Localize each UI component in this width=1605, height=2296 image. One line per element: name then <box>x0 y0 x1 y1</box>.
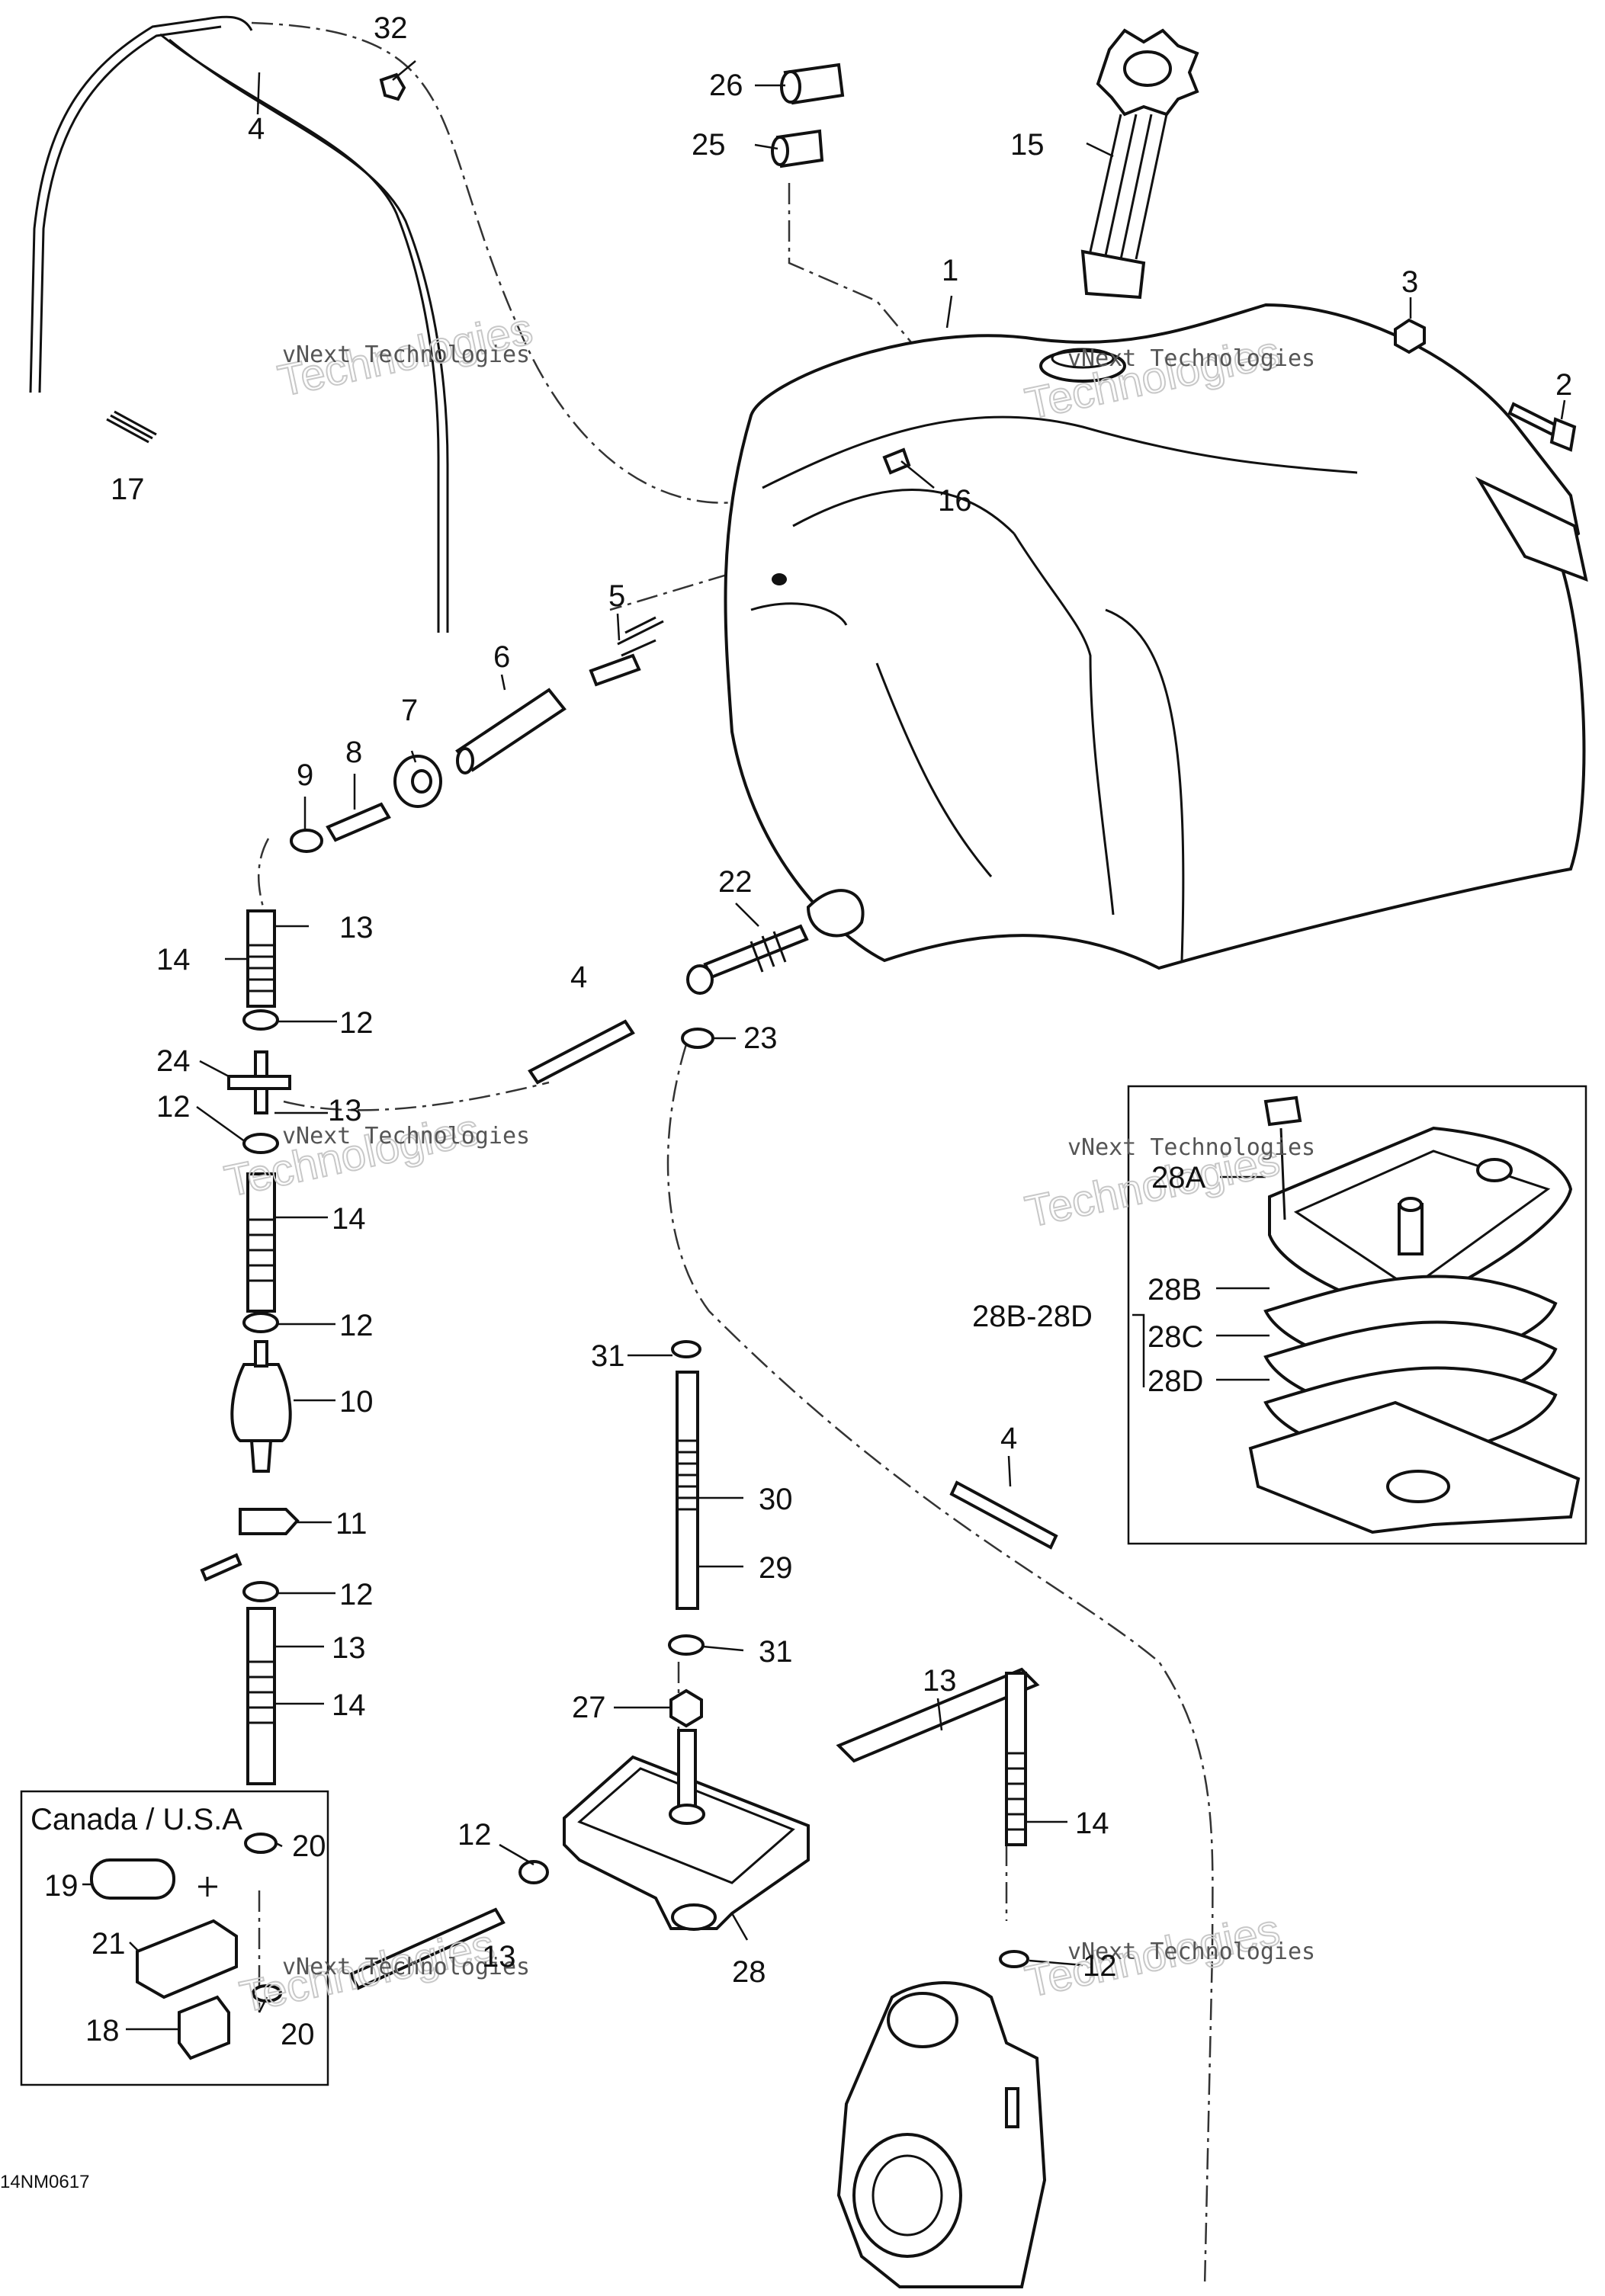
callout-19: 19 <box>44 1869 79 1903</box>
callout-11: 11 <box>335 1507 368 1541</box>
callout-12: 12 <box>339 1006 374 1040</box>
callout-9: 9 <box>297 758 313 792</box>
fuel-tank <box>724 303 1588 970</box>
callout-3: 3 <box>1401 265 1418 299</box>
callout-4: 4 <box>570 960 587 994</box>
callout-4: 4 <box>1000 1422 1017 1455</box>
callout-15: 15 <box>1010 128 1045 162</box>
callout-12: 12 <box>156 1090 191 1124</box>
region-label: Canada / U.S.A <box>30 1803 242 1836</box>
callout-12: 12 <box>339 1309 374 1342</box>
callout-13: 13 <box>923 1664 957 1698</box>
watermark-text: vNext Technologies <box>1067 345 1315 372</box>
callout-25: 25 <box>692 128 726 162</box>
callout-28d: 28D <box>1148 1364 1203 1398</box>
callout-23: 23 <box>743 1021 778 1055</box>
callout-5: 5 <box>608 579 625 613</box>
watermark-text: vNext Technologies <box>282 1123 530 1150</box>
callout-8: 8 <box>345 736 362 769</box>
watermark-text: vNext Technologies <box>282 342 530 368</box>
callout-27: 27 <box>572 1691 606 1724</box>
diagram-code: 14NM0617 <box>0 2172 89 2192</box>
callout-24: 24 <box>156 1044 191 1078</box>
callout-4: 4 <box>248 112 265 146</box>
callout-1: 1 <box>942 254 958 287</box>
callout-2: 2 <box>1555 368 1572 402</box>
callout-14: 14 <box>332 1202 366 1236</box>
callout-20: 20 <box>292 1829 326 1863</box>
carburetor <box>836 1981 1047 2288</box>
callout-labels: 1 2 3 4 4 4 5 6 7 8 9 10 11 12 12 12 12 … <box>0 11 1572 2192</box>
callout-28c: 28C <box>1148 1320 1203 1354</box>
vent-tube <box>29 15 449 633</box>
callout-16: 16 <box>938 484 972 518</box>
fuel-pump <box>563 1729 810 1931</box>
callout-28b-28d: 28B-28D <box>972 1300 1093 1333</box>
callout-13: 13 <box>332 1631 366 1665</box>
callout-12: 12 <box>457 1818 492 1852</box>
callout-28b: 28B <box>1148 1273 1202 1307</box>
leader-lines <box>82 60 1566 2031</box>
watermark-text: vNext Technologies <box>1067 1134 1315 1161</box>
regional-inset: Canada / U.S.A <box>20 1790 329 2086</box>
pump-detail-inset <box>1127 1085 1587 1545</box>
callout-29: 29 <box>759 1551 793 1585</box>
callout-32: 32 <box>374 11 408 45</box>
callout-13: 13 <box>482 1940 516 1974</box>
callout-6: 6 <box>493 640 510 674</box>
callout-31: 31 <box>591 1339 625 1373</box>
callout-10: 10 <box>339 1385 374 1419</box>
callout-17: 17 <box>111 473 145 506</box>
callout-14: 14 <box>332 1688 366 1722</box>
callout-14: 14 <box>156 943 191 976</box>
callout-31: 31 <box>759 1635 793 1669</box>
callout-13: 13 <box>328 1094 362 1127</box>
watermark-text: vNext Technologies <box>1067 1938 1315 1965</box>
hardware-parts <box>106 63 1577 1990</box>
callout-28a: 28A <box>1151 1161 1205 1194</box>
callout-7: 7 <box>401 694 418 727</box>
callout-13: 13 <box>339 911 374 944</box>
callout-22: 22 <box>718 865 753 899</box>
callout-28: 28 <box>732 1955 766 1989</box>
callout-12: 12 <box>1083 1949 1117 1983</box>
callout-12: 12 <box>339 1578 374 1611</box>
callout-18: 18 <box>85 2014 120 2047</box>
callout-20: 20 <box>281 2018 315 2051</box>
watermark-text: vNext Technologies <box>282 1954 530 1980</box>
callout-26: 26 <box>709 69 743 102</box>
callout-30: 30 <box>759 1483 793 1516</box>
callout-14: 14 <box>1075 1807 1109 1840</box>
callout-21: 21 <box>91 1927 126 1961</box>
fuel-gauge <box>1080 28 1199 300</box>
